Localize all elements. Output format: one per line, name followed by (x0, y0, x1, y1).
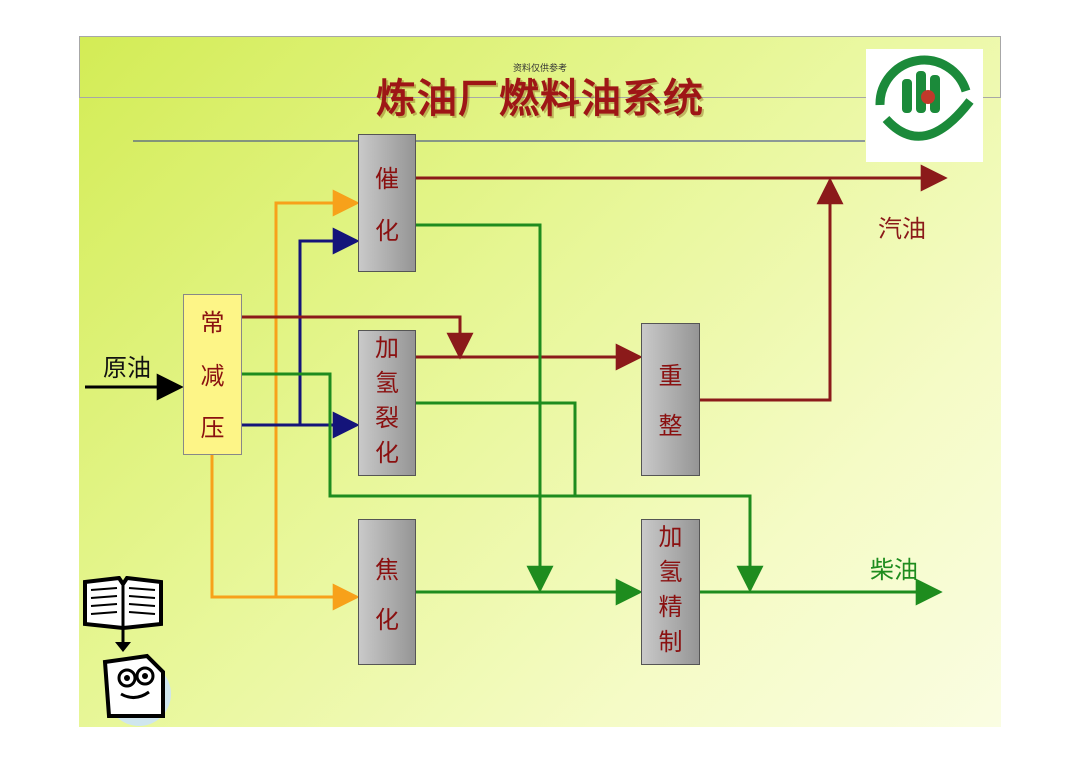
distill-char-1: 常 (200, 309, 225, 337)
reader-clipart-icon (79, 575, 189, 727)
hydrocrack-char-2: 氢 (375, 369, 399, 397)
distill-char-3: 压 (200, 414, 225, 442)
reform-char-1: 重 (658, 362, 683, 390)
coking-char-1: 焦 (375, 556, 399, 584)
hydrocrack-char-1: 加 (375, 334, 399, 362)
crude-oil-label: 原油 (103, 354, 151, 382)
coking-char-2: 化 (375, 606, 399, 634)
hydrofine-char-3: 精 (658, 593, 683, 621)
hydrocracking-unit: 加 氢 裂 化 (358, 330, 416, 476)
reform-char-2: 整 (658, 412, 683, 440)
reforming-unit: 重 整 (641, 323, 700, 476)
hydrocrack-char-4: 化 (375, 439, 399, 467)
hydrocrack-char-3: 裂 (375, 404, 399, 432)
diesel-lines (242, 223, 943, 606)
header-band (79, 36, 1001, 98)
coking-unit: 焦 化 (358, 519, 416, 665)
hydrofine-char-2: 氢 (658, 558, 683, 586)
gasoline-label: 汽油 (878, 215, 926, 243)
distill-char-2: 减 (200, 362, 225, 390)
hydrofine-char-4: 制 (658, 628, 683, 656)
watermark: 资料仅供参考 (512, 64, 567, 74)
gasoline-lines (242, 164, 948, 402)
hydrofine-char-1: 加 (658, 523, 683, 551)
residue-lines (210, 189, 360, 611)
distillation-unit: 常 减 压 (183, 294, 242, 455)
hydrofining-unit: 加 氢 精 制 (641, 519, 700, 665)
diesel-label: 柴油 (870, 556, 918, 584)
gasoil-lines (242, 227, 360, 439)
institution-logo (866, 49, 983, 162)
catalytic-cracking-unit: 催 化 (358, 134, 416, 272)
catalytic-char-1: 催 (375, 165, 399, 193)
catalytic-char-2: 化 (375, 217, 399, 245)
page-title: 炼油厂燃料油系统 (376, 76, 704, 122)
